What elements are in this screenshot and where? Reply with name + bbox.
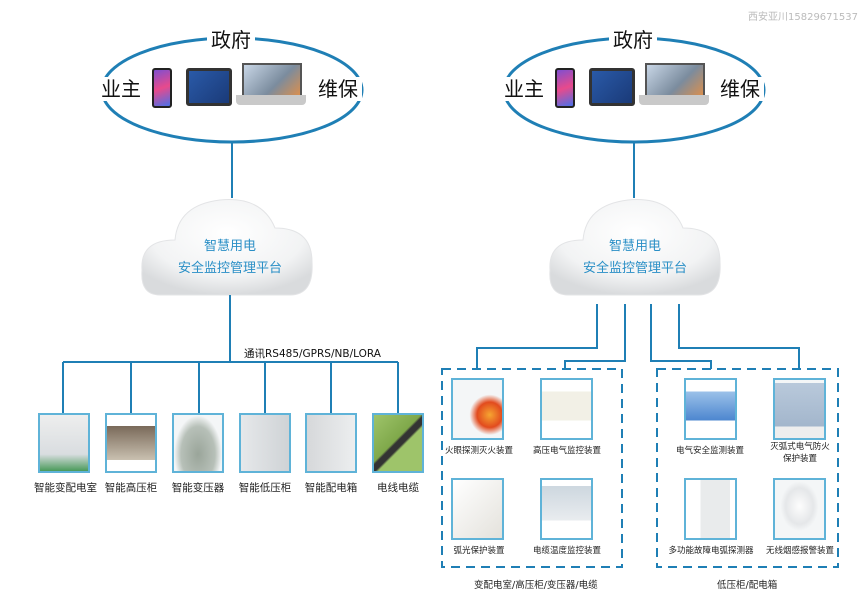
left-label-owner: 业主: [97, 77, 145, 101]
phone-icon: [555, 68, 575, 108]
item-label: 无线烟感报警装置: [765, 546, 834, 556]
item-label: 智能变配电室: [34, 482, 97, 494]
watermark: 西安亚川15829671537: [748, 12, 858, 23]
item-label: 弧光保护装置: [453, 546, 505, 556]
item-distribution-box-image: [305, 413, 357, 473]
phone-icon: [152, 68, 172, 108]
item-label: 智能低压柜: [238, 482, 292, 494]
item-label: 多功能故障电弧探测器: [668, 546, 754, 556]
item-arc-extinguish-protector-image: [773, 378, 826, 440]
group-label-hv: 变配电室/高压柜/变压器/电缆: [474, 580, 598, 591]
laptop-icon: [639, 63, 709, 107]
item-arc-fault-detector-image: [684, 478, 737, 540]
item-label-line1: 灭弧式电气防火: [770, 442, 830, 452]
item-label: 智能高压柜: [104, 482, 158, 494]
comm-protocol-label: 通讯RS485/GPRS/NB/LORA: [244, 348, 381, 360]
tablet-icon: [589, 68, 635, 106]
item-hv-monitor-image: [540, 378, 593, 440]
item-label: 电线电缆: [377, 482, 419, 494]
item-label: 高压电气监控装置: [532, 446, 601, 456]
tablet-icon: [186, 68, 232, 106]
item-label-multiline: 灭弧式电气防火 保护装置: [764, 441, 836, 465]
group-label-lv: 低压柜/配电箱: [717, 580, 778, 591]
item-lv-cabinet-image: [239, 413, 291, 473]
item-smoke-detector-image: [773, 478, 826, 540]
left-cloud-shape: [141, 199, 313, 296]
left-label-government: 政府: [207, 28, 255, 52]
right-cloud-line1: 智慧用电: [608, 239, 661, 254]
right-label-maintenance: 维保: [716, 77, 764, 101]
item-cable-temp-monitor-image: [540, 478, 593, 540]
item-label: 智能配电箱: [304, 482, 358, 494]
item-switchgear-room-image: [38, 413, 90, 473]
right-cloud-line2: 安全监控管理平台: [582, 261, 687, 276]
item-fire-camera-image: [451, 378, 504, 440]
group-box-hv: [441, 368, 623, 568]
left-cloud-line1: 智慧用电: [203, 239, 256, 254]
right-label-owner: 业主: [500, 77, 548, 101]
left-label-maintenance: 维保: [314, 77, 362, 101]
item-label-line2: 保护装置: [782, 454, 817, 464]
item-label: 电缆温度监控装置: [532, 546, 601, 556]
item-label: 火眼探测灭火装置: [444, 446, 513, 456]
right-cloud-title: 智慧用电 安全监控管理平台: [565, 236, 705, 280]
item-label: 智能变压器: [171, 482, 225, 494]
item-transformer-image: [172, 413, 224, 473]
right-cloud-shape: [549, 199, 721, 296]
laptop-icon: [236, 63, 306, 107]
item-label: 电气安全监测装置: [675, 446, 744, 456]
right-label-government: 政府: [609, 28, 657, 52]
item-hv-cabinet-image: [105, 413, 157, 473]
left-cloud-title: 智慧用电 安全监控管理平台: [160, 236, 300, 280]
left-cloud-line2: 安全监控管理平台: [177, 261, 282, 276]
group-box-lv: [656, 368, 839, 568]
item-arc-protection-image: [451, 478, 504, 540]
item-cable-image: [372, 413, 424, 473]
item-electrical-safety-monitor-image: [684, 378, 737, 440]
